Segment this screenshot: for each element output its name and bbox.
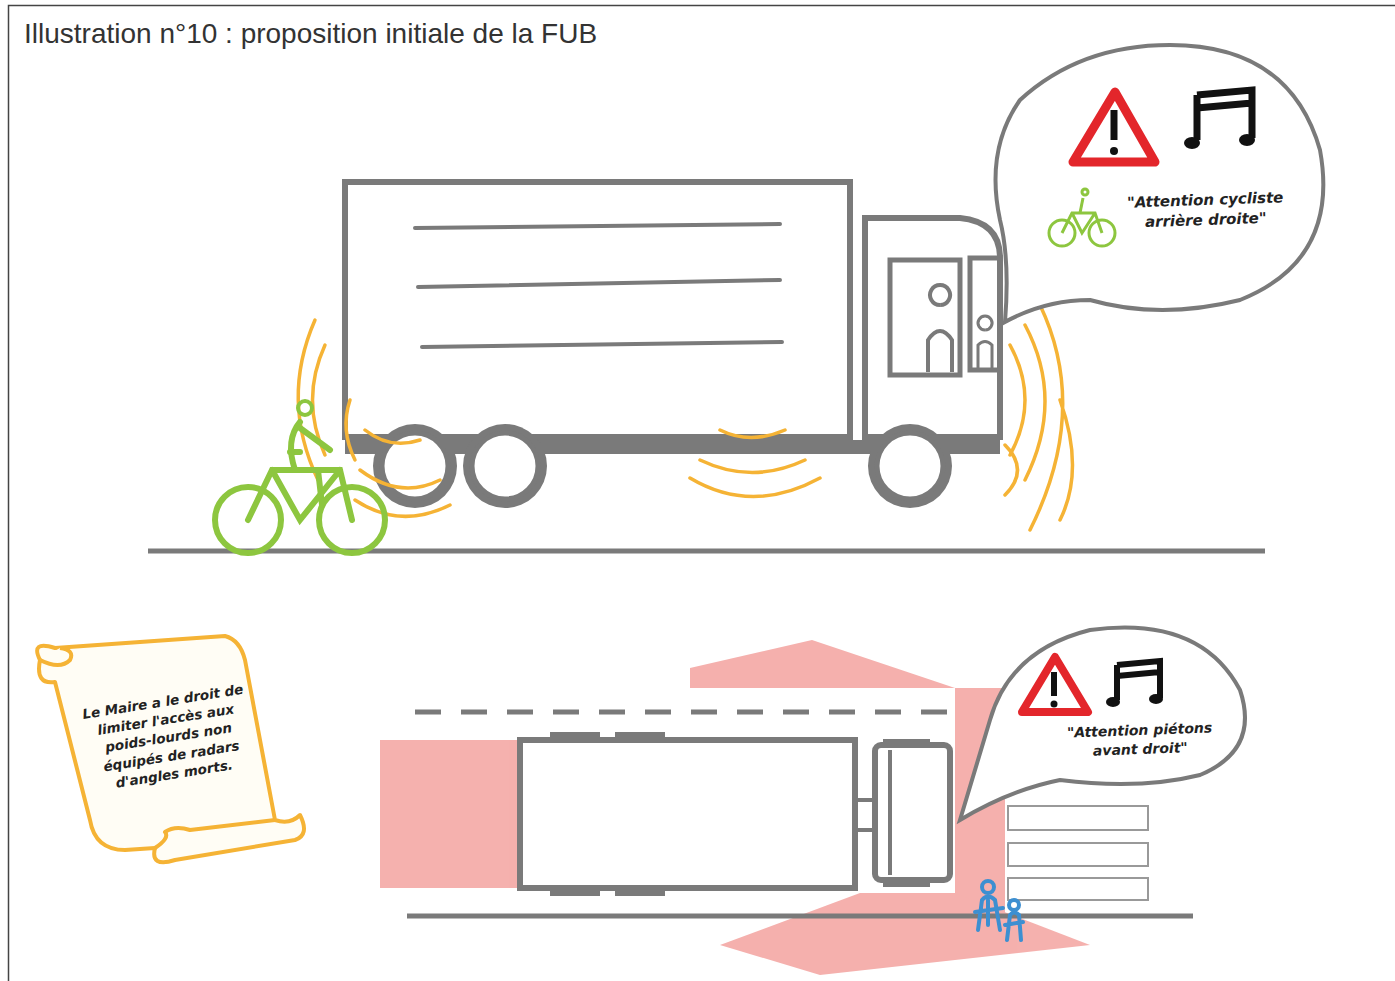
node-text: "Attention cycliste arrière droite" (1117, 187, 1293, 234)
figure-title: Illustration n°10 : proposition initiale… (24, 18, 597, 50)
alert-text: "Attention cycliste arrière droite" (1117, 187, 1293, 234)
alert-text: "Attention piétons avant droit" (1059, 718, 1220, 761)
scroll-note: Le Maire a le droit de limiter l'accès a… (79, 680, 256, 796)
frame (9, 6, 1395, 981)
sensor-waves (298, 305, 1072, 530)
scroll (37, 636, 304, 862)
speech-bubble (996, 45, 1324, 322)
speech-bubble (960, 628, 1245, 821)
node-text: "Attention piétons avant droit" (1059, 718, 1220, 761)
cyclist (215, 401, 385, 553)
node-text: Le Maire a le droit de limiter l'accès a… (79, 680, 256, 796)
